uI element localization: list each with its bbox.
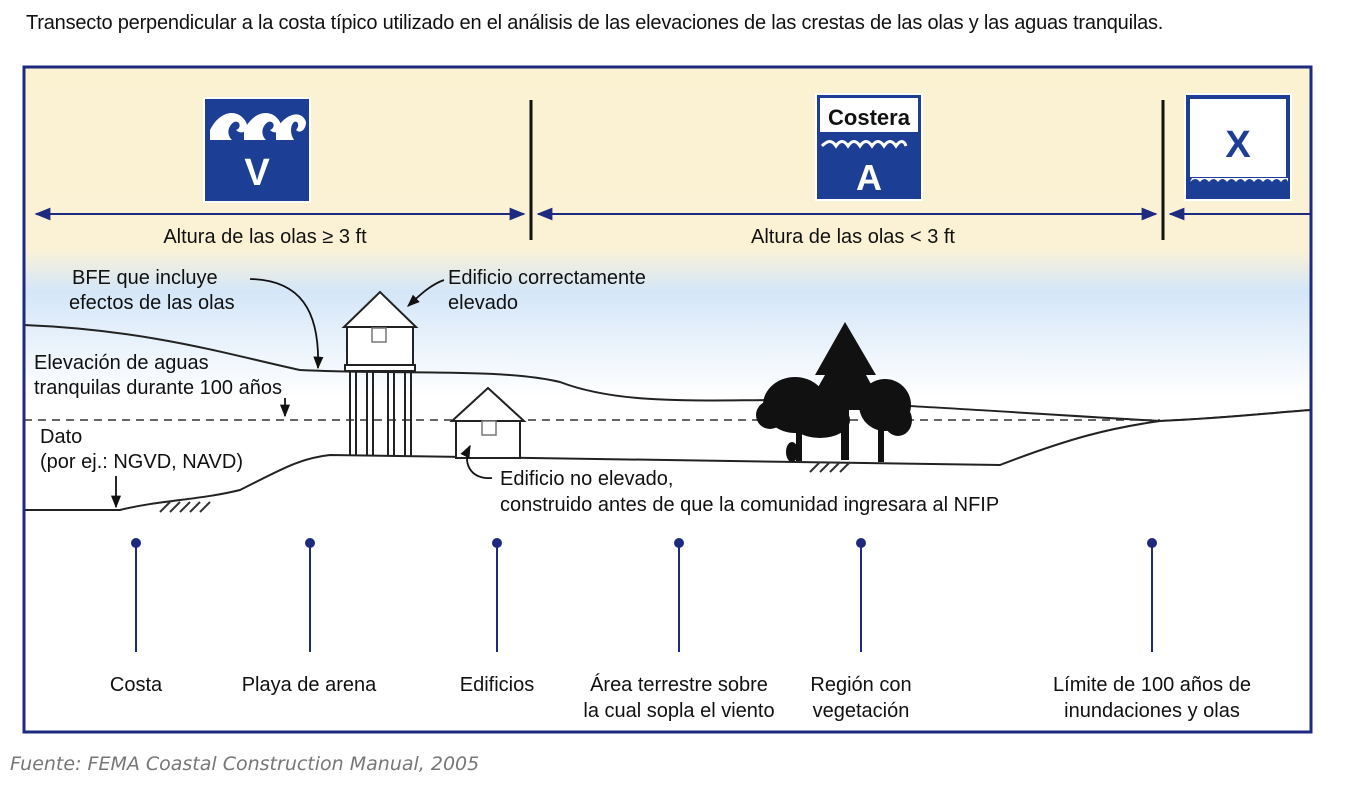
elevated-label-line2: elevado	[448, 292, 518, 314]
zone-v-badge: V	[203, 97, 311, 203]
marker-area-terrestre	[674, 538, 684, 652]
wave-height-right-label: Altura de las olas < 3 ft	[751, 226, 955, 248]
marker-playa	[305, 538, 315, 652]
wave-height-left-label: Altura de las olas ≥ 3 ft	[163, 226, 367, 248]
marker-label-vegetacion-line1: Región con	[810, 674, 911, 696]
zone-a-letter: A	[856, 157, 882, 198]
zone-a-badge: Costera A	[815, 93, 923, 201]
marker-edificios	[492, 538, 502, 652]
marker-label-playa: Playa de arena	[242, 674, 377, 696]
datum-label-line1: Dato	[40, 426, 82, 448]
diagram-frame	[22, 65, 1313, 734]
elevated-label-line1: Edificio correctamente	[448, 267, 646, 289]
waves-icon	[210, 112, 306, 140]
marker-label-edificios: Edificios	[460, 674, 534, 696]
zone-x-badge: X	[1184, 93, 1292, 201]
zone-x-letter: X	[1225, 124, 1251, 166]
stillwater-label-line1: Elevación de aguas	[34, 352, 209, 374]
datum-label-line2: (por ej.: NGVD, NAVD)	[40, 451, 243, 473]
nonelevated-label-line1: Edificio no elevado,	[500, 468, 673, 490]
nonelevated-pointer	[460, 444, 493, 479]
vegetation-trees	[756, 322, 912, 462]
marker-label-area-line1: Área terrestre sobre	[590, 673, 768, 696]
marker-label-costa: Costa	[110, 674, 163, 696]
zone-a-label: Costera	[828, 105, 911, 130]
beach-hatch	[159, 501, 211, 513]
bfe-pointer	[249, 278, 324, 370]
water-line-icon	[1190, 178, 1288, 182]
nonelevated-label-line2: construido antes de que la comunidad ing…	[500, 494, 999, 516]
marker-limite	[1147, 538, 1157, 652]
zone-v-letter: V	[244, 152, 270, 194]
bfe-label-line2: efectos de las olas	[69, 292, 235, 314]
ground-fill	[24, 410, 1311, 552]
marker-label-vegetacion-line2: vegetación	[813, 700, 910, 722]
page-title: Transecto perpendicular a la costa típic…	[26, 12, 1164, 34]
marker-vegetacion	[856, 538, 866, 652]
marker-label-area-line2: la cual sopla el viento	[583, 700, 774, 722]
vegetation-hatch	[809, 461, 851, 473]
stillwater-label-line2: tranquilas durante 100 años	[34, 377, 282, 399]
marker-label-limite-line2: inundaciones y olas	[1064, 700, 1240, 722]
source-credit: Fuente: FEMA Coastal Construction Manual…	[10, 753, 480, 775]
elevated-pointer	[407, 279, 445, 307]
elevated-building	[341, 290, 419, 456]
bfe-label-line1: BFE que incluye	[72, 267, 218, 289]
marker-label-limite-line1: Límite de 100 años de	[1053, 674, 1251, 696]
marker-costa	[131, 538, 141, 652]
ground-profile	[24, 409, 1312, 511]
waves-icon	[820, 140, 908, 149]
